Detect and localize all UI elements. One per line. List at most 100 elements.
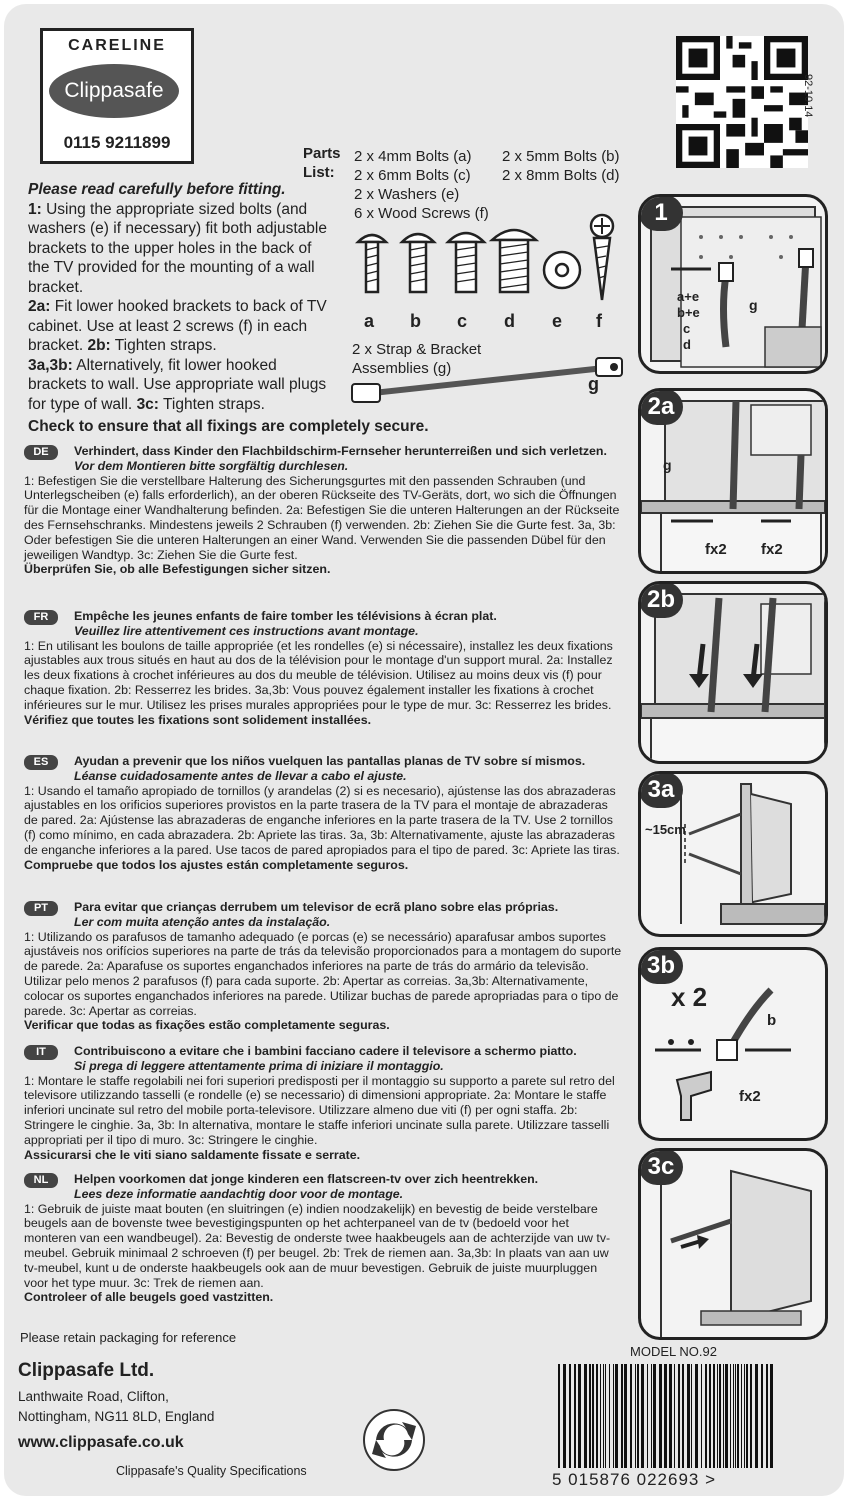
- barcode-bar: [584, 1364, 587, 1468]
- check-text: Check to ensure that all fixings are com…: [28, 418, 429, 435]
- barcode-bar: [746, 1364, 748, 1468]
- step-3b-note-fx2: fx2: [739, 1088, 761, 1105]
- intro-text: Please read carefully before fitting.: [28, 181, 286, 198]
- lang-check-fr: Vérifiez que toutes les fixations sont s…: [24, 712, 372, 727]
- barcode-bar: [717, 1364, 718, 1468]
- step-1-note-be: b+e: [677, 305, 700, 320]
- barcode-bar: [578, 1364, 581, 1468]
- lang-body-fr: 1: En utilisant les boulons de taille ap…: [24, 638, 613, 712]
- barcode-bar: [725, 1364, 728, 1468]
- english-instructions: Please read carefully before fitting. 1:…: [28, 180, 328, 414]
- part-letter-f: f: [596, 311, 602, 331]
- barcode-bar: [723, 1364, 724, 1468]
- lang-sub-it: Si prega di leggere attentamente prima d…: [74, 1058, 444, 1073]
- lang-badge-fr: FR: [24, 610, 58, 625]
- barcode-bar: [637, 1364, 639, 1468]
- barcode-bar: [653, 1364, 656, 1468]
- lang-check-pt: Verificar que todas as fixações estão co…: [24, 1018, 390, 1033]
- lang-block-es: ES Ayudan a prevenir que los niños vuelq…: [24, 754, 624, 872]
- lang-sub-de: Vor dem Montieren bitte sorgfältig durch…: [74, 458, 349, 473]
- step-2b-illustration: [641, 593, 825, 761]
- step-2b-body: Tighten straps.: [114, 337, 217, 354]
- barcode-bar: [574, 1364, 576, 1468]
- step-1-text: 1: Using the appropriate sized bolts (an…: [28, 200, 328, 298]
- step-2a-body: Fit lower hooked brackets to back of TV …: [28, 298, 327, 354]
- lang-block-fr: FR Empêche les jeunes enfants de faire t…: [24, 609, 624, 727]
- step-1-note-ae: a+e: [677, 289, 700, 304]
- barcode-bar: [705, 1364, 707, 1468]
- address-line-1: Lanthwaite Road, Clifton,: [18, 1389, 169, 1404]
- barcode-bar: [641, 1364, 644, 1468]
- barcode-bar: [755, 1364, 758, 1468]
- part-e: 2 x Washers (e): [354, 186, 460, 203]
- step-panel-3b: 3b x 2 b fx2: [638, 947, 828, 1141]
- part-c: 2 x 6mm Bolts (c): [354, 167, 471, 184]
- website-link[interactable]: www.clippasafe.co.uk: [18, 1434, 184, 1451]
- lang-check-de: Überprüfen Sie, ob alle Befestigungen si…: [24, 562, 331, 577]
- careline-phone: 0115 9211899: [63, 133, 171, 152]
- step-3c-num: 3c:: [136, 395, 159, 413]
- recycle-green-dot-icon: [363, 1409, 425, 1471]
- barcode-bar: [615, 1364, 618, 1468]
- lang-sub-fr: Veuillez lire attentivement ces instruct…: [74, 623, 419, 638]
- barcode-bar: [730, 1364, 731, 1468]
- step-1-illustration: [650, 206, 822, 368]
- retain-text: Please retain packaging for reference: [20, 1330, 237, 1345]
- step-2a-note-fx2-left: fx2: [705, 541, 727, 558]
- step-3c-badge: 3c: [641, 1151, 683, 1185]
- step-1-num: 1:: [28, 200, 42, 218]
- barcode-bar: [750, 1364, 752, 1468]
- step-3a-note-15cm: ~15cm: [645, 822, 686, 837]
- step-2a-note-g: g: [663, 457, 672, 473]
- strap-assembly-icon: [351, 357, 623, 403]
- barcode-bar: [563, 1364, 566, 1468]
- step-3-body: Alternatively, fit lower hooked brackets…: [28, 356, 327, 413]
- barcode-bar: [569, 1364, 571, 1468]
- lang-sub-pt: Ler com muita atenção antes da instalaçã…: [74, 914, 331, 929]
- lang-badge-pt: PT: [24, 901, 58, 916]
- step-panel-3c: 3c: [638, 1148, 828, 1340]
- barcode-bar: [592, 1364, 594, 1468]
- step-2b-num: 2b:: [87, 337, 111, 354]
- barcode-bar: [669, 1364, 672, 1468]
- step-panel-2a: 2a g fx2 fx2: [638, 388, 828, 574]
- barcode-bar: [635, 1364, 636, 1468]
- step-3c-body: Tighten straps.: [163, 395, 265, 413]
- step-3a-badge: 3a: [641, 774, 683, 808]
- lang-block-pt: PT Para evitar que crianças derrubem um …: [24, 900, 624, 1033]
- step-1-note-g: g: [749, 297, 758, 313]
- barcode-bar: [624, 1364, 627, 1468]
- lang-block-de: DE Verhindert, dass Kinder den Flachbild…: [24, 444, 624, 577]
- lang-check-it: Assicurarsi che le viti siano saldamente…: [24, 1147, 361, 1162]
- barcode-bar: [713, 1364, 715, 1468]
- step-2a-badge: 2a: [641, 391, 683, 425]
- barcode-bar: [609, 1364, 610, 1468]
- part-letter-d: d: [504, 311, 515, 331]
- barcode-bar: [651, 1364, 652, 1468]
- part-letter-a: a: [364, 311, 375, 331]
- lang-badge-it: IT: [24, 1045, 58, 1060]
- barcode-bar: [630, 1364, 632, 1468]
- lang-body-nl: 1: Gebruik de juiste maat bouten (en slu…: [24, 1201, 611, 1290]
- part-letter-c: c: [457, 311, 468, 331]
- parts-label-line2: List:: [303, 164, 335, 181]
- brand-logo: Clippasafe: [49, 64, 179, 118]
- step-1-note-d: d: [683, 337, 691, 352]
- step-1-badge: 1: [641, 197, 683, 231]
- barcode-bar: [605, 1364, 606, 1468]
- strap-letter-g: g: [588, 374, 599, 394]
- step-3b-illustration: [655, 987, 791, 1121]
- barcode-bar: [733, 1364, 734, 1468]
- lang-heading-it: Contribuiscono a evitare che i bambini f…: [74, 1044, 577, 1058]
- hardware-illustration: [354, 213, 615, 301]
- part-d: 2 x 8mm Bolts (d): [502, 167, 620, 184]
- barcode-bar: [737, 1364, 739, 1468]
- barcode-bar: [691, 1364, 692, 1468]
- step-3b-note-b: b: [767, 1012, 777, 1029]
- parts-label: Parts List:: [303, 144, 341, 182]
- barcode-bar: [719, 1364, 721, 1468]
- barcode-bar: [761, 1364, 763, 1468]
- step-1-body: Using the appropriate sized bolts (and w…: [28, 200, 327, 296]
- barcode-bar: [600, 1364, 601, 1468]
- print-code: 92-10.14: [802, 74, 814, 118]
